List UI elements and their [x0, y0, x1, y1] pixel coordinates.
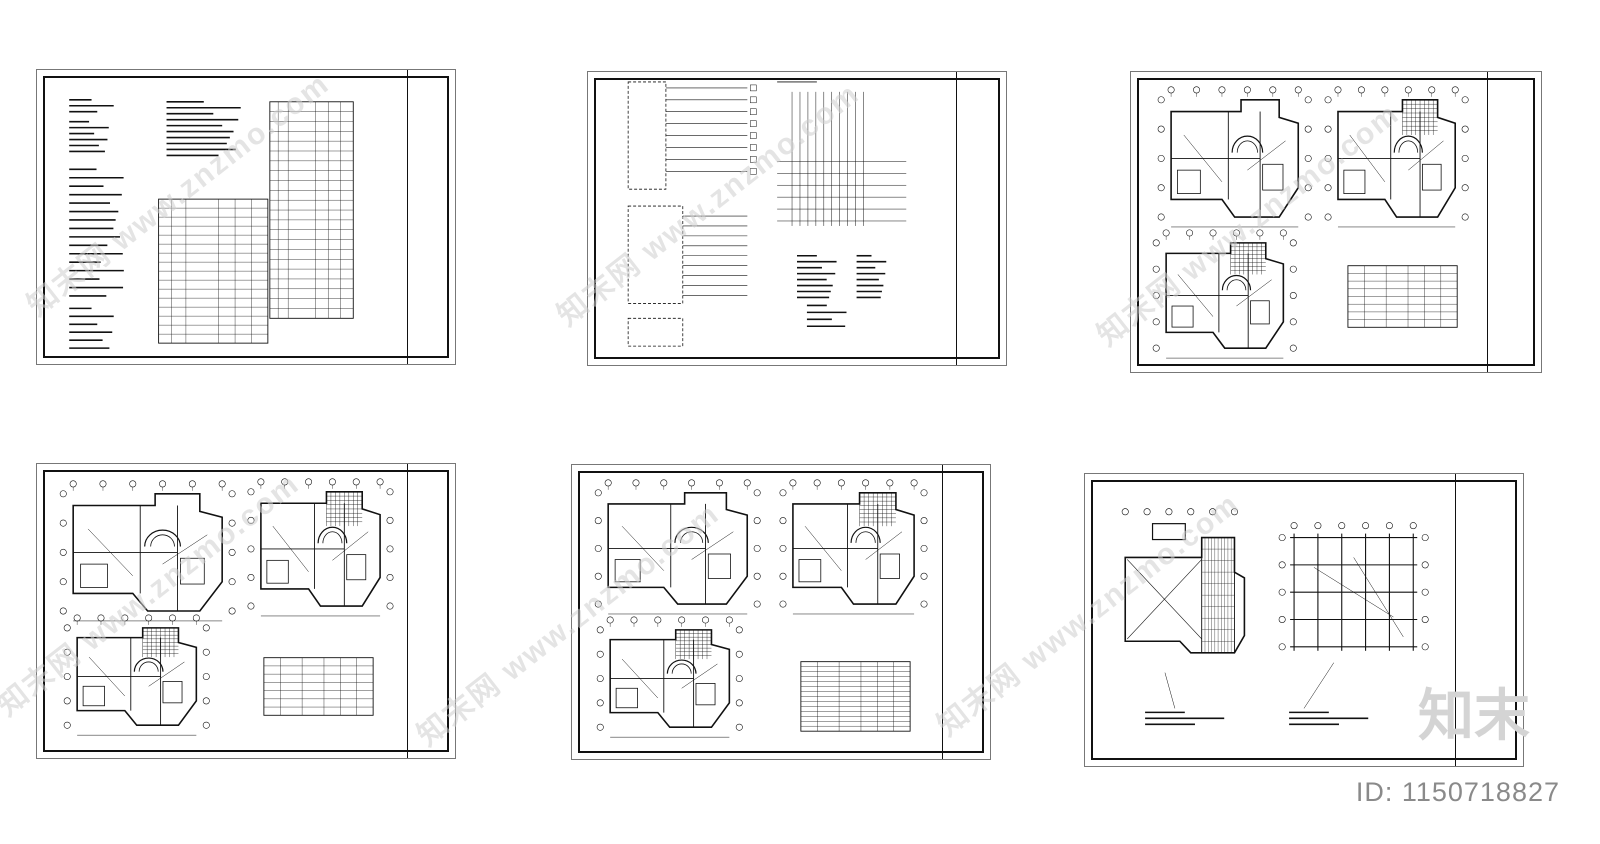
sheet-content — [627, 81, 907, 347]
drawing-sheet-5[interactable] — [571, 464, 991, 760]
sheet-content — [69, 99, 354, 349]
title-block-line — [956, 72, 957, 365]
drawing-sheet-3[interactable] — [1130, 71, 1542, 373]
title-block-line — [407, 70, 408, 364]
sheet-content — [594, 479, 928, 738]
sheet-content — [1152, 86, 1469, 359]
sheet-frame — [1091, 480, 1517, 760]
sheet-content — [1121, 508, 1429, 726]
title-block-line — [1487, 72, 1488, 372]
title-block-line — [1455, 474, 1456, 766]
sheet-frame — [578, 471, 984, 753]
sheet-frame — [43, 76, 449, 358]
drawing-sheet-6[interactable] — [1084, 473, 1524, 767]
title-block-line — [407, 464, 408, 758]
drawing-sheet-2[interactable] — [587, 71, 1007, 366]
sheet-content — [59, 478, 394, 736]
sheet-frame — [1137, 78, 1535, 366]
drawing-sheet-1[interactable] — [36, 69, 456, 365]
brand-logo: 知末 — [1418, 684, 1530, 749]
title-block-line — [942, 465, 943, 759]
sheet-frame — [43, 470, 449, 752]
drawing-sheet-4[interactable] — [36, 463, 456, 759]
image-id-label: ID: 1150718827 — [1355, 777, 1560, 807]
sheet-frame — [594, 78, 1000, 359]
